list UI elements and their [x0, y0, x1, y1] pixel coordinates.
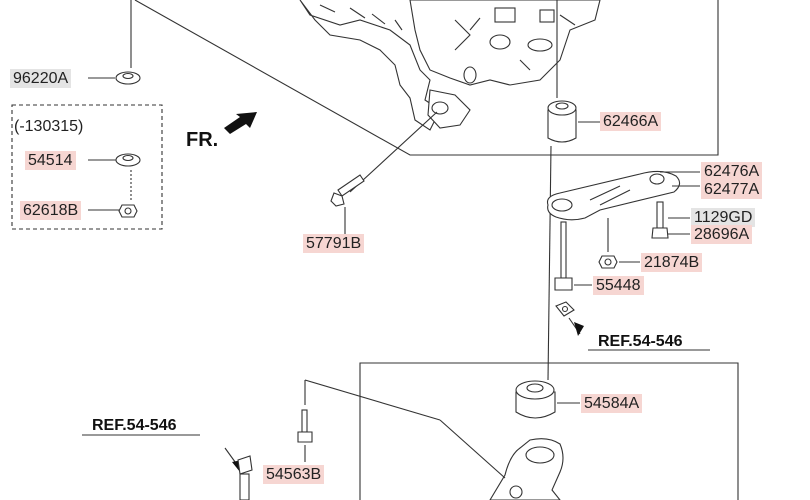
- part-label-54563B[interactable]: 54563B: [263, 465, 325, 484]
- part-label-28696A[interactable]: 28696A: [691, 225, 753, 244]
- bolt-57791B-drawing: [330, 174, 365, 207]
- lower-assembly-outline: [359, 362, 739, 500]
- part-label-62476A[interactable]: 62476A: [701, 162, 763, 181]
- front-arrow-icon: [224, 112, 257, 134]
- subframe-group-outline: [134, 0, 719, 156]
- lower-arm-drawing: [489, 438, 564, 500]
- bolt-55448-drawing: [554, 221, 573, 291]
- part-label-54514[interactable]: 54514: [25, 151, 76, 170]
- variant-group-box: [11, 104, 163, 230]
- washer-96220A-drawing: [115, 71, 141, 85]
- bolt-28696A-drawing: [651, 201, 669, 239]
- nut-62618B-drawing: [118, 204, 138, 218]
- part-label-57791B[interactable]: 57791B: [303, 234, 365, 253]
- part-label-62618B[interactable]: 62618B: [20, 201, 82, 220]
- reference-label-left[interactable]: REF.54-546: [92, 417, 177, 434]
- part-label-62466A[interactable]: 62466A: [600, 112, 662, 131]
- nut-21874B-drawing: [598, 255, 618, 269]
- front-direction-label: FR.: [186, 129, 219, 151]
- bolt-54563B-drawing: [297, 409, 313, 443]
- washer-54514-drawing: [115, 153, 141, 167]
- part-label-96220A[interactable]: 96220A: [10, 69, 72, 88]
- variant-range-label: (-130315): [14, 118, 84, 135]
- bracket-62476A-drawing: [546, 170, 681, 221]
- crossmember-drawing: [299, 0, 601, 131]
- bushing-62466A-drawing: [547, 100, 577, 143]
- bushing-54584A-drawing: [515, 380, 556, 419]
- washer-small-drawing: [555, 301, 575, 317]
- part-label-21874B[interactable]: 21874B: [641, 253, 703, 272]
- part-label-55448[interactable]: 55448: [593, 276, 644, 295]
- stud-left-drawing: [237, 455, 253, 500]
- part-label-54584A[interactable]: 54584A: [581, 394, 643, 413]
- ref-arrow-right-icon: [574, 322, 584, 336]
- part-label-1129GD[interactable]: 1129GD: [691, 208, 756, 227]
- reference-label-right[interactable]: REF.54-546: [598, 333, 683, 350]
- part-label-62477A[interactable]: 62477A: [701, 180, 763, 199]
